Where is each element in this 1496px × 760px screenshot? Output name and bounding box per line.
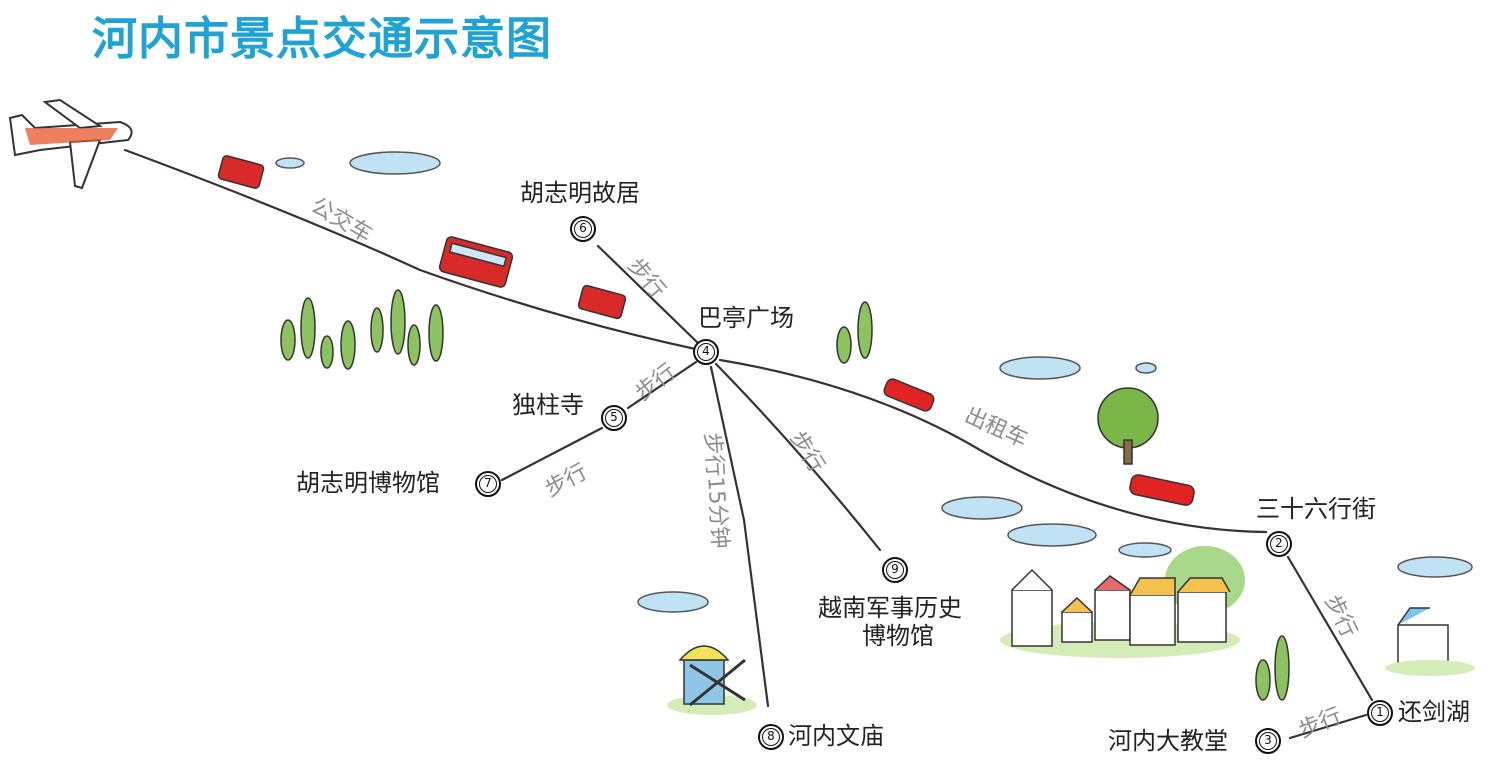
village-icon	[1000, 546, 1475, 676]
spot-label-ba-dinh-square[interactable]: 巴亭广场	[698, 304, 794, 332]
spot-number: 6	[579, 221, 587, 235]
spot-marker-3[interactable]: 3	[1255, 728, 1281, 754]
spot-marker-2[interactable]: 2	[1266, 531, 1292, 557]
spot-label-old-quarter[interactable]: 三十六行街	[1256, 495, 1376, 523]
spot-label-temple-of-literature[interactable]: 河内文庙	[788, 722, 884, 750]
spot-number: 3	[1264, 733, 1272, 747]
windmill-icon	[667, 645, 757, 715]
spot-marker-6[interactable]: 6	[570, 216, 596, 242]
spot-number: 5	[610, 410, 618, 424]
spot-label-cathedral[interactable]: 河内大教堂	[1108, 727, 1228, 755]
spot-label-one-pillar-pagoda[interactable]: 独柱寺	[512, 391, 584, 419]
walk-line-5-7	[500, 426, 604, 482]
spot-label-ho-chi-minh-museum[interactable]: 胡志明博物馆	[296, 469, 440, 497]
spot-label-ho-chi-minh-house[interactable]: 胡志明故居	[520, 179, 640, 207]
spot-number: 2	[1275, 536, 1283, 550]
spot-number: 1	[1376, 705, 1384, 719]
spot-marker-9[interactable]: 9	[882, 557, 908, 583]
walk-line-4-5	[626, 360, 698, 410]
spot-marker-7[interactable]: 7	[475, 471, 501, 497]
walk-line-4-8	[709, 365, 770, 708]
taxi-icon	[883, 378, 1195, 506]
spot-number: 9	[891, 562, 899, 576]
cloud-icon	[275, 151, 1473, 613]
spot-label-hoan-kiem-lake[interactable]: 还剑湖	[1398, 698, 1470, 726]
spot-marker-4[interactable]: 4	[693, 339, 719, 365]
spot-number: 7	[484, 476, 492, 490]
spot-number: 4	[702, 344, 710, 358]
tree-icon	[280, 289, 1290, 701]
spot-label-military-museum-line2[interactable]: 博物馆	[862, 622, 934, 650]
spot-number: 8	[767, 729, 775, 743]
spot-marker-1[interactable]: 1	[1367, 700, 1393, 726]
walk-line-6-4	[596, 244, 702, 347]
taxi-route-line	[718, 358, 1268, 534]
spot-marker-8[interactable]: 8	[758, 724, 784, 750]
spot-label-military-museum-line1[interactable]: 越南军事历史	[818, 594, 962, 622]
map-title: 河内市景点交通示意图	[92, 12, 553, 65]
walk-line-3-1	[1288, 713, 1368, 740]
walk-line-4-9	[714, 362, 882, 552]
walk-line-2-1	[1286, 555, 1374, 702]
airplane-icon	[8, 98, 133, 190]
bus-icon	[217, 155, 627, 320]
bus-route-line	[123, 148, 702, 352]
spot-marker-5[interactable]: 5	[601, 405, 627, 431]
